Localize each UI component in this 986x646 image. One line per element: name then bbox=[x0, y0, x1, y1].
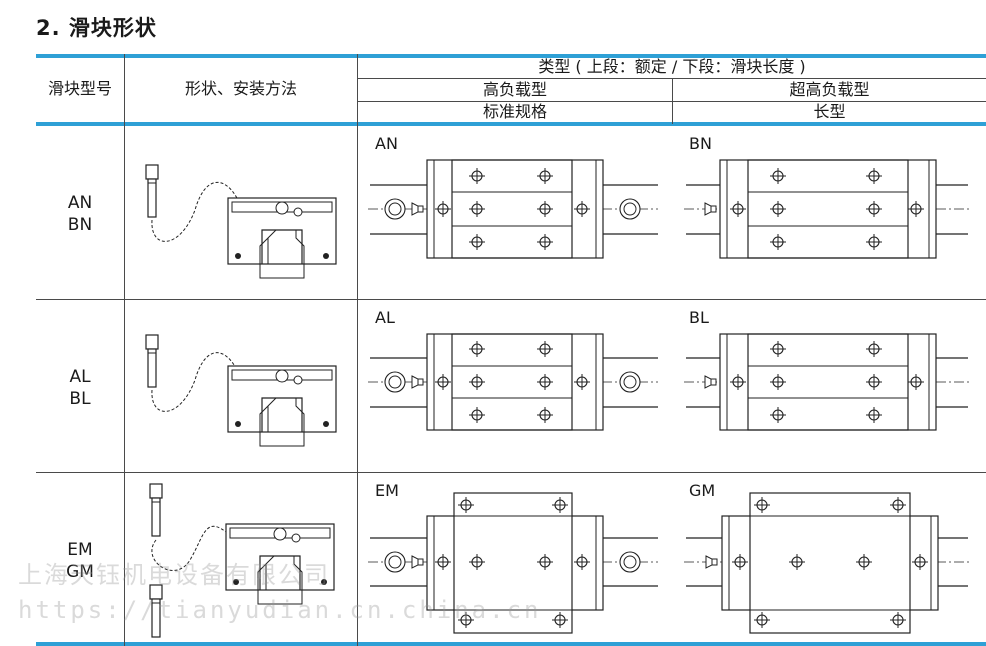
model-em: EM bbox=[67, 540, 93, 560]
drawing-gm bbox=[684, 492, 970, 634]
shape-drawing-row1 bbox=[145, 164, 337, 279]
drawing-em bbox=[368, 492, 658, 634]
drawing-bn bbox=[684, 159, 970, 259]
section-title: 2. 滑块形状 bbox=[36, 16, 157, 40]
watermark-company: 上海天钰机电设备有限公司 bbox=[18, 561, 330, 589]
model-gm: GM bbox=[66, 562, 94, 582]
header-bottom-rule bbox=[36, 122, 986, 126]
header-divider-1 bbox=[357, 78, 986, 79]
drawing-al bbox=[368, 333, 658, 431]
model-bn: BN bbox=[67, 215, 93, 235]
row3-model-label: EM GM bbox=[36, 539, 124, 583]
header-ultra-high-load: 超高负载型 bbox=[789, 80, 870, 99]
row-divider-2 bbox=[36, 472, 986, 473]
shape-drawing-row2 bbox=[145, 334, 337, 447]
drawing-label-bl: BL bbox=[689, 308, 709, 327]
drawing-an bbox=[368, 159, 658, 259]
header-type: 类型 ( 上段：额定 / 下段：滑块长度 ) bbox=[538, 57, 806, 76]
header-model: 滑块型号 bbox=[47, 79, 112, 98]
drawing-label-gm: GM bbox=[689, 481, 716, 500]
model-an: AN bbox=[67, 193, 93, 213]
table-bottom-rule bbox=[36, 642, 986, 646]
watermark-url: https://tianyudian.cn.china.cn bbox=[18, 596, 542, 624]
model-al: AL bbox=[69, 367, 91, 387]
row1-model-label: AN BN bbox=[36, 192, 124, 236]
header-standard: 标准规格 bbox=[482, 102, 547, 121]
drawing-bl bbox=[684, 333, 970, 431]
header-high-load: 高负载型 bbox=[482, 80, 547, 99]
drawing-label-al: AL bbox=[375, 308, 395, 327]
model-bl: BL bbox=[69, 389, 91, 409]
header-long: 长型 bbox=[813, 102, 846, 121]
drawing-label-an: AN bbox=[375, 134, 398, 153]
drawing-label-bn: BN bbox=[689, 134, 712, 153]
drawing-label-em: EM bbox=[375, 481, 399, 500]
header-shape: 形状、安装方法 bbox=[184, 79, 297, 98]
header-divider-2 bbox=[357, 101, 986, 102]
col-divider-1 bbox=[124, 54, 125, 646]
table-top-rule bbox=[36, 54, 986, 58]
row-divider-1 bbox=[36, 299, 986, 300]
row2-model-label: AL BL bbox=[36, 366, 124, 410]
slider-shape-table: 滑块型号 形状、安装方法 类型 ( 上段：额定 / 下段：滑块长度 ) 高负载型… bbox=[36, 54, 986, 646]
col-divider-2 bbox=[357, 54, 358, 646]
subcol-divider bbox=[672, 78, 673, 124]
